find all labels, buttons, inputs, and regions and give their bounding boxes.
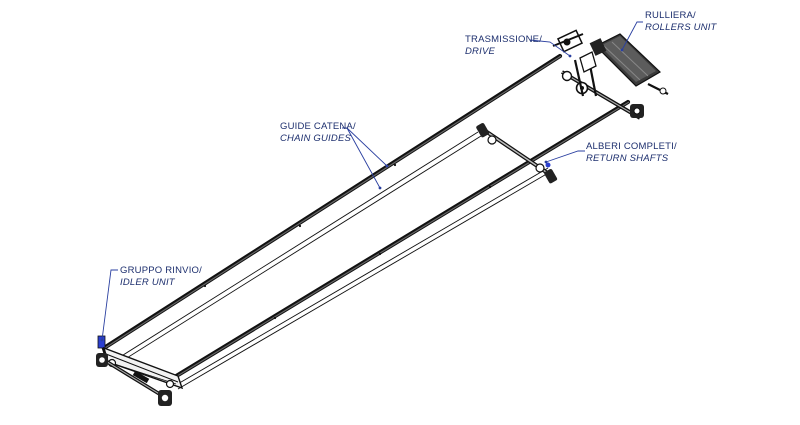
- return-rod-right: [175, 167, 551, 390]
- label-idler-it: GRUPPO RINVIO/: [120, 265, 202, 276]
- label-chain-guides: GUIDE CATENA/ CHAIN GUIDES: [280, 121, 356, 145]
- label-return-shafts: ALBERI COMPLETI/ RETURN SHAFTS: [586, 141, 677, 165]
- drive-unit: [552, 29, 598, 97]
- chain-guide-right-rail: [165, 99, 631, 384]
- label-rollers-unit: RULLIERA/ ROLLERS UNIT: [645, 10, 717, 34]
- label-idler-unit: GRUPPO RINVIO/ IDLER UNIT: [120, 265, 202, 289]
- label-chain-guides-en: CHAIN GUIDES: [280, 133, 352, 144]
- return-shaft-cross-assembly: [476, 123, 558, 184]
- leader-idler: [101, 269, 118, 341]
- rollers-unit: [589, 33, 669, 95]
- chain-guide-left-rail: [101, 53, 563, 351]
- leader-drive: [529, 39, 571, 57]
- label-chain-guides-it: GUIDE CATENA/: [280, 121, 356, 132]
- label-rollers-it: RULLIERA/: [645, 10, 696, 21]
- leader-return-shafts: [545, 150, 585, 163]
- return-rod-left: [111, 131, 482, 367]
- leader-rollers: [621, 21, 643, 51]
- rail-fastener-dots: [203, 163, 492, 320]
- idler-shaft: [96, 353, 172, 406]
- drive-shaft-assembly: [561, 70, 644, 120]
- label-return-shafts-it: ALBERI COMPLETI/: [586, 141, 677, 152]
- label-drive: TRASMISSIONE/ DRIVE: [465, 34, 542, 58]
- label-return-shafts-en: RETURN SHAFTS: [586, 153, 669, 164]
- label-rollers-en: ROLLERS UNIT: [645, 22, 717, 33]
- label-drive-it: TRASMISSIONE/: [465, 34, 543, 45]
- label-drive-en: DRIVE: [465, 46, 496, 57]
- leader-chain-guides-2: [346, 127, 388, 167]
- label-idler-en: IDLER UNIT: [120, 277, 175, 288]
